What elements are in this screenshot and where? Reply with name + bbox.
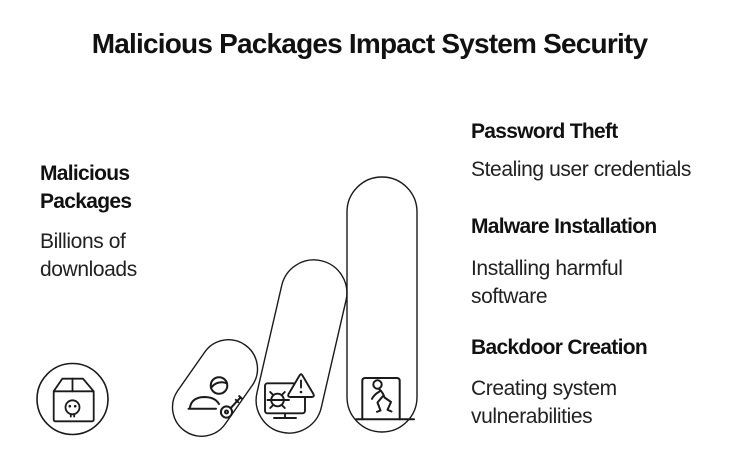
user-torso bbox=[189, 396, 220, 409]
threat-heading-backdoor-creation: Backdoor Creation bbox=[471, 336, 648, 359]
user-key-icon bbox=[186, 374, 244, 420]
key-teeth bbox=[234, 395, 243, 404]
user-head bbox=[209, 376, 229, 395]
warning-exclamation-dot bbox=[299, 390, 303, 394]
monitor-bug-warning-icon bbox=[262, 368, 320, 422]
user-hair-line bbox=[210, 381, 228, 389]
source-description: Billions of downloads bbox=[40, 230, 137, 281]
runner-front-leg bbox=[383, 396, 393, 413]
threat-description-malware-installation: Installing harmful software bbox=[471, 257, 623, 308]
source-heading: Malicious Packages bbox=[40, 162, 132, 213]
circle-frame bbox=[36, 362, 109, 436]
runner-back-leg bbox=[376, 395, 384, 413]
door-frame bbox=[361, 377, 401, 421]
pill-small bbox=[171, 339, 259, 437]
key-shaft bbox=[229, 396, 242, 410]
key-bow bbox=[219, 405, 234, 419]
bug-legs bbox=[269, 391, 286, 409]
threat-description-backdoor-creation: Creating system vulnerabilities bbox=[471, 377, 617, 428]
page-title: Malicious Packages Impact System Securit… bbox=[91, 28, 648, 59]
runner-arm bbox=[371, 390, 381, 400]
pill-medium bbox=[255, 259, 348, 434]
pill-tall bbox=[346, 176, 418, 433]
runner-head bbox=[372, 379, 383, 390]
package-box bbox=[52, 377, 95, 423]
package-skull-icon bbox=[36, 362, 110, 436]
threat-heading-malware-installation: Malware Installation bbox=[471, 215, 657, 238]
key-hole bbox=[224, 409, 229, 415]
pill-bars bbox=[160, 168, 430, 448]
threat-description-password-theft: Stealing user credentials bbox=[471, 158, 691, 181]
door-exit-icon bbox=[353, 372, 417, 422]
threat-heading-password-theft: Password Theft bbox=[471, 120, 618, 143]
